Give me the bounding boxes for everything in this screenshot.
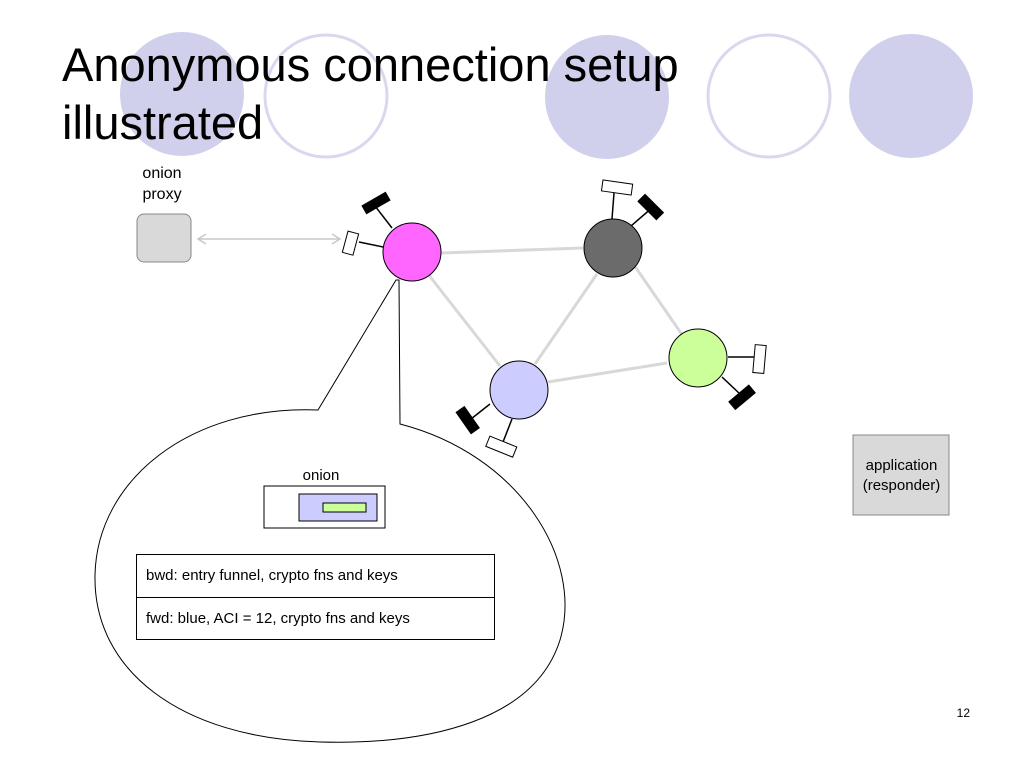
onion-proxy-box [136, 213, 192, 263]
black-key-icon [455, 403, 491, 435]
white-key-icon [485, 418, 518, 458]
decor-circle-filled [120, 32, 244, 156]
page-number: 12 [956, 706, 970, 720]
network-links [426, 246, 685, 384]
decor-circle-filled [545, 35, 669, 159]
gray-router [583, 218, 643, 278]
decorative-circles [120, 32, 973, 159]
decor-circle-filled [849, 34, 973, 158]
application-label: application (responder) [862, 457, 941, 494]
green-router [668, 328, 728, 388]
decor-circle-outline [706, 33, 832, 159]
blue-router [489, 360, 549, 420]
table-row-bwd: bwd: entry funnel, crypto fns and keys [146, 567, 398, 584]
black-key-icon [721, 376, 756, 411]
onion-proxy-label: onion proxy [142, 165, 182, 203]
onion-label: onion [302, 467, 340, 484]
application-box [852, 434, 950, 516]
white-key-icon [600, 179, 634, 220]
onion-layer-green [322, 502, 367, 513]
keys [341, 179, 767, 458]
routing-table: bwd: entry funnel, crypto fns and keys f… [136, 554, 495, 640]
decor-circle-outline [263, 33, 389, 159]
routers [382, 218, 728, 420]
onion-cell [263, 485, 386, 529]
link-gray-green [632, 264, 685, 337]
proxy-connection-arrow [196, 233, 342, 245]
black-key-icon [630, 193, 665, 227]
link-blue-green [547, 361, 668, 384]
table-row-fwd: fwd: blue, ACI = 12, crypto fns and keys [137, 597, 494, 639]
link-pink-blue [426, 273, 502, 367]
white-key-icon [728, 344, 767, 375]
white-key-icon [341, 230, 384, 256]
link-gray-blue [533, 273, 599, 365]
pink-router [382, 222, 442, 282]
link-pink-gray [440, 246, 584, 255]
slide-title: Anonymous connection setup illustrated [62, 38, 679, 149]
black-key-icon [361, 191, 393, 229]
